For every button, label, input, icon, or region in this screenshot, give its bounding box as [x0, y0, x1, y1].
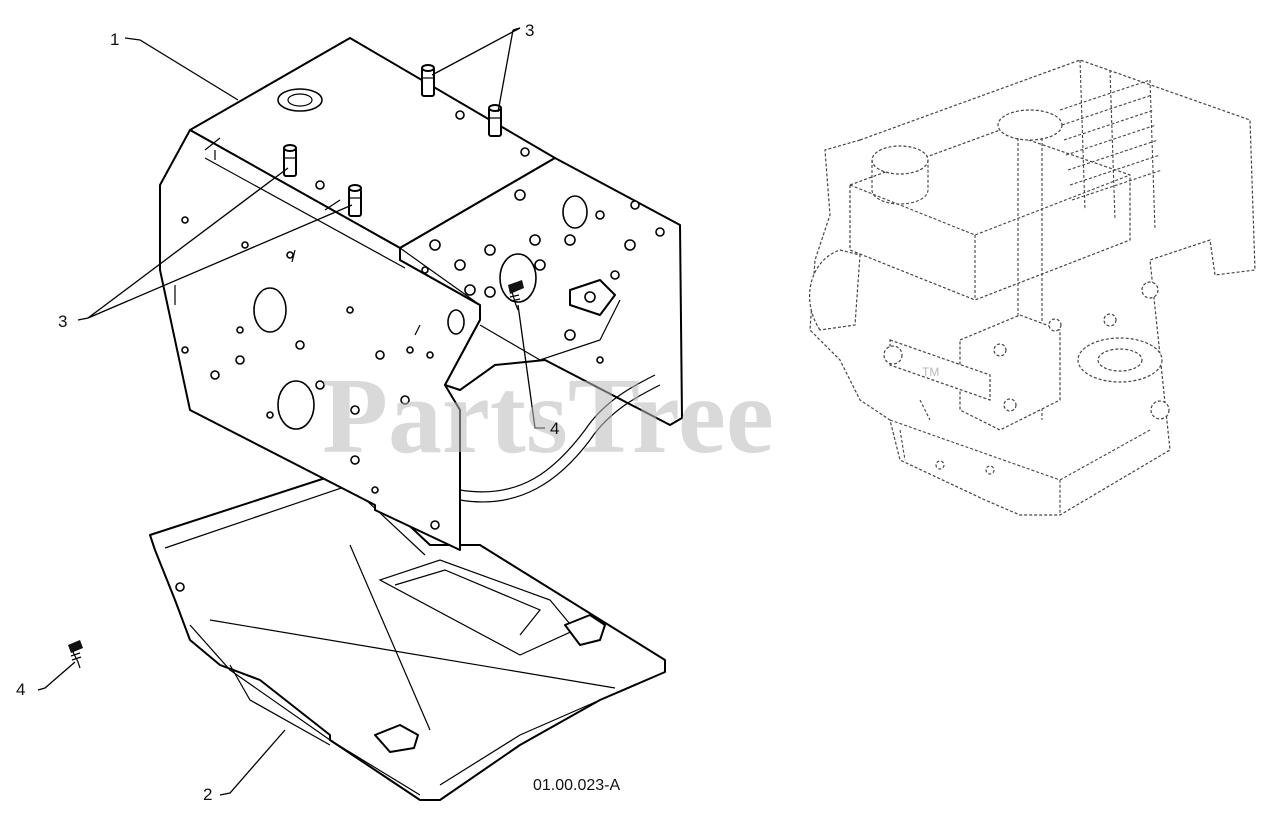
engine-outline: [809, 59, 1256, 516]
callout-part-3-top: 3: [525, 21, 534, 40]
callout-part-4-right: 4: [550, 419, 559, 438]
stud-left-upper: [283, 144, 297, 177]
watermark-text: PartsTree: [322, 357, 774, 476]
callout-part-4-left: 4: [16, 680, 25, 699]
callout-part-1: 1: [110, 30, 119, 49]
stud-left-lower: [348, 184, 362, 217]
callout-part-2: 2: [203, 785, 212, 804]
drawing-code: 01.00.023-A: [533, 777, 621, 794]
stud-top-left: [421, 64, 435, 97]
callout-part-3-left: 3: [58, 312, 67, 331]
stud-top-right: [488, 104, 502, 137]
engine-bracket: [159, 37, 683, 551]
screw-right: [508, 280, 524, 311]
leader-lines: [37, 27, 545, 796]
screw-left: [68, 640, 83, 669]
watermark-trademark: TM: [922, 365, 939, 379]
